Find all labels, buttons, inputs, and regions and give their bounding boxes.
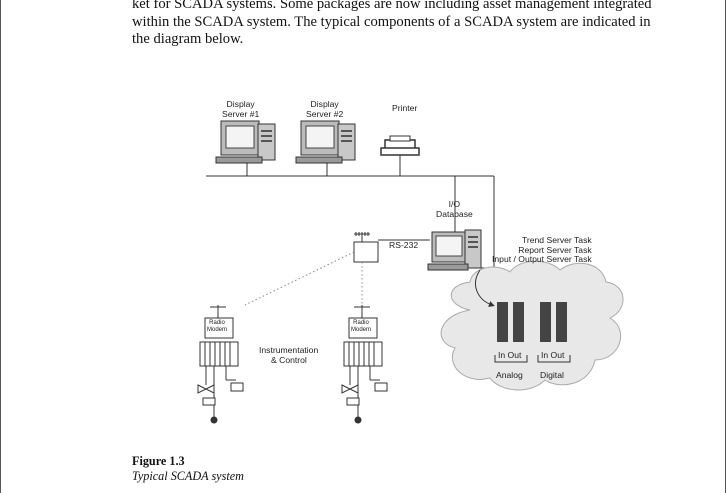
field-station-2 bbox=[341, 305, 388, 424]
printer-label: Printer bbox=[392, 103, 418, 113]
display-server-1-computer bbox=[215, 120, 276, 164]
radio-modem-1-label: Radio Modem bbox=[207, 320, 228, 333]
central-radio-modem bbox=[353, 232, 379, 263]
display-server-1-label: Display Server #1 bbox=[222, 99, 260, 119]
figure-number: Figure 1.3 bbox=[132, 454, 185, 468]
io-in-out-2-label: In Out bbox=[541, 350, 565, 360]
body-line-2: within the SCADA system. The typical com… bbox=[132, 13, 651, 30]
analog-label: Analog bbox=[496, 370, 523, 380]
body-line-3: the diagram below. bbox=[132, 31, 244, 47]
radio-links bbox=[244, 251, 363, 306]
radio-modem-2-label: Radio Modem bbox=[351, 320, 372, 333]
rs232-label: RS-232 bbox=[389, 240, 419, 250]
printer-device bbox=[380, 135, 420, 156]
body-paragraph: ket for SCADA systems. Some packages are… bbox=[132, 0, 672, 49]
figure-caption: Figure 1.3 Typical SCADA system bbox=[132, 454, 244, 484]
server-tasks-label: Trend Server Task Report Server Task Inp… bbox=[492, 235, 592, 264]
io-cloud bbox=[440, 260, 624, 391]
page-border-left bbox=[0, 0, 1, 493]
display-server-2-computer bbox=[295, 120, 356, 164]
digital-label: Digital bbox=[540, 370, 564, 380]
io-database-computer bbox=[427, 229, 482, 271]
field-station-1 bbox=[197, 305, 244, 424]
network-lines bbox=[206, 155, 495, 269]
display-server-2-label: Display Server #2 bbox=[306, 99, 344, 119]
instrumentation-label: Instrumentation & Control bbox=[259, 345, 319, 365]
figure-title: Typical SCADA system bbox=[132, 469, 244, 483]
io-database-label: I/O Database bbox=[436, 199, 473, 219]
io-in-out-1-label: In Out bbox=[498, 350, 522, 360]
body-line-1: ket for SCADA systems. Some packages are… bbox=[132, 0, 652, 12]
